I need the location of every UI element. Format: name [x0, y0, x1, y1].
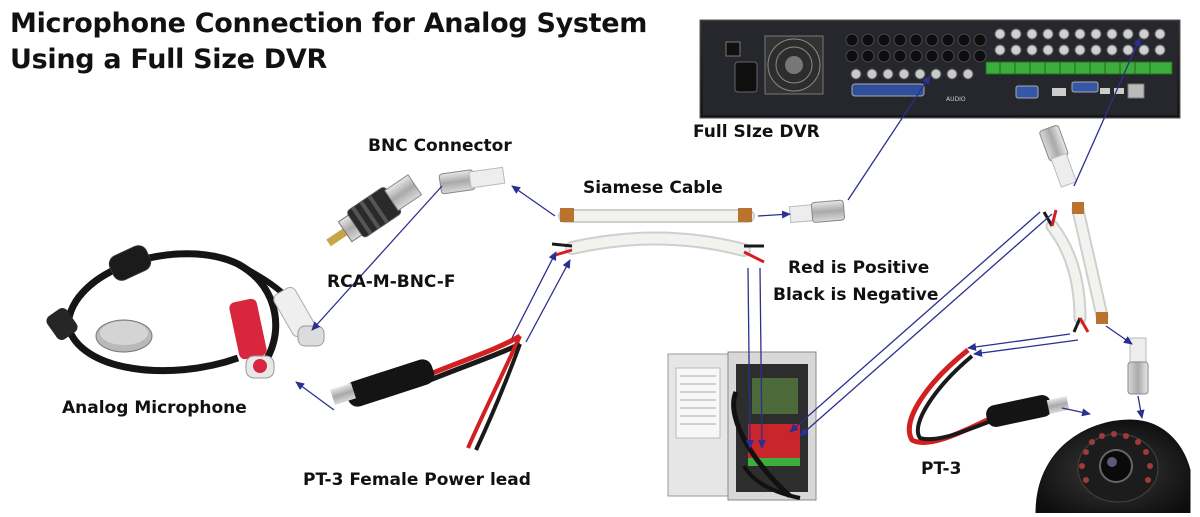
pt3-power-lead-image: [906, 348, 1070, 445]
arrow-right-black-to-psu: [799, 213, 1053, 437]
bnc-camera-bottom-image: [1127, 337, 1149, 395]
label-siamese-cable: Siamese Cable: [583, 178, 723, 198]
arrow-siamese-red-to-psu: [745, 267, 754, 449]
pt3-female-power-lead-image: [330, 333, 522, 451]
arrow-pt3f-to-mic: [295, 381, 335, 411]
label-pt3: PT-3: [921, 459, 962, 479]
label-pt3-female-power-lead: PT-3 Female Power lead: [303, 470, 531, 490]
arrow-siamese-to-bnc: [511, 185, 556, 217]
arrow-pt3f-red-to-siamese: [511, 251, 557, 339]
siamese-cable-right-image: [1042, 202, 1109, 333]
siamese-cable-image: [551, 208, 765, 264]
arrow-siamese-to-pt3-b: [973, 339, 1079, 357]
bnc-connector-image: [438, 166, 506, 195]
arrow-siamese-black-to-psu: [757, 267, 766, 449]
arrow-right-red-to-psu: [789, 211, 1041, 433]
arrow-pt3-to-camera: [1061, 407, 1091, 417]
bnc-camera-top-image: [1039, 124, 1078, 188]
arrow-camera-bnc-to-dvr: [1073, 37, 1141, 187]
connection-arrows: [295, 37, 1145, 449]
label-bnc-connector: BNC Connector: [368, 136, 512, 156]
bnc-siamese-end-image: [788, 199, 846, 224]
label-analog-microphone: Analog Microphone: [62, 398, 247, 418]
label-black-negative: Black is Negative: [773, 285, 939, 305]
dome-camera-image: [1035, 419, 1191, 514]
diagram-title-line1: Microphone Connection for Analog System: [10, 8, 648, 39]
rca-bnc-adapter-image: [326, 174, 423, 247]
arrow-siamese-to-pt3: [967, 333, 1071, 351]
arrow-bnc-to-camera: [1136, 395, 1145, 419]
arrow-siamese-to-camera-bnc: [1105, 325, 1133, 345]
diagram-title-line2: Using a Full Size DVR: [10, 44, 327, 75]
arrow-pt3f-black-to-siamese: [525, 259, 571, 343]
full-size-dvr-image: [699, 19, 1181, 119]
label-rca-m-bnc-f: RCA-M-BNC-F: [327, 272, 456, 292]
arrow-bnc-to-dvr-audio: [847, 75, 931, 201]
analog-microphone-image: [46, 245, 325, 379]
label-full-size-dvr: Full SIze DVR: [693, 122, 820, 142]
label-red-positive: Red is Positive: [788, 258, 930, 278]
arrow-siamese-to-bnc-right: [757, 210, 791, 219]
arrow-bnc-to-rca: [311, 185, 443, 331]
power-supply-box-image: [667, 351, 817, 501]
dvr-audio-text: AUDIO: [946, 96, 966, 103]
